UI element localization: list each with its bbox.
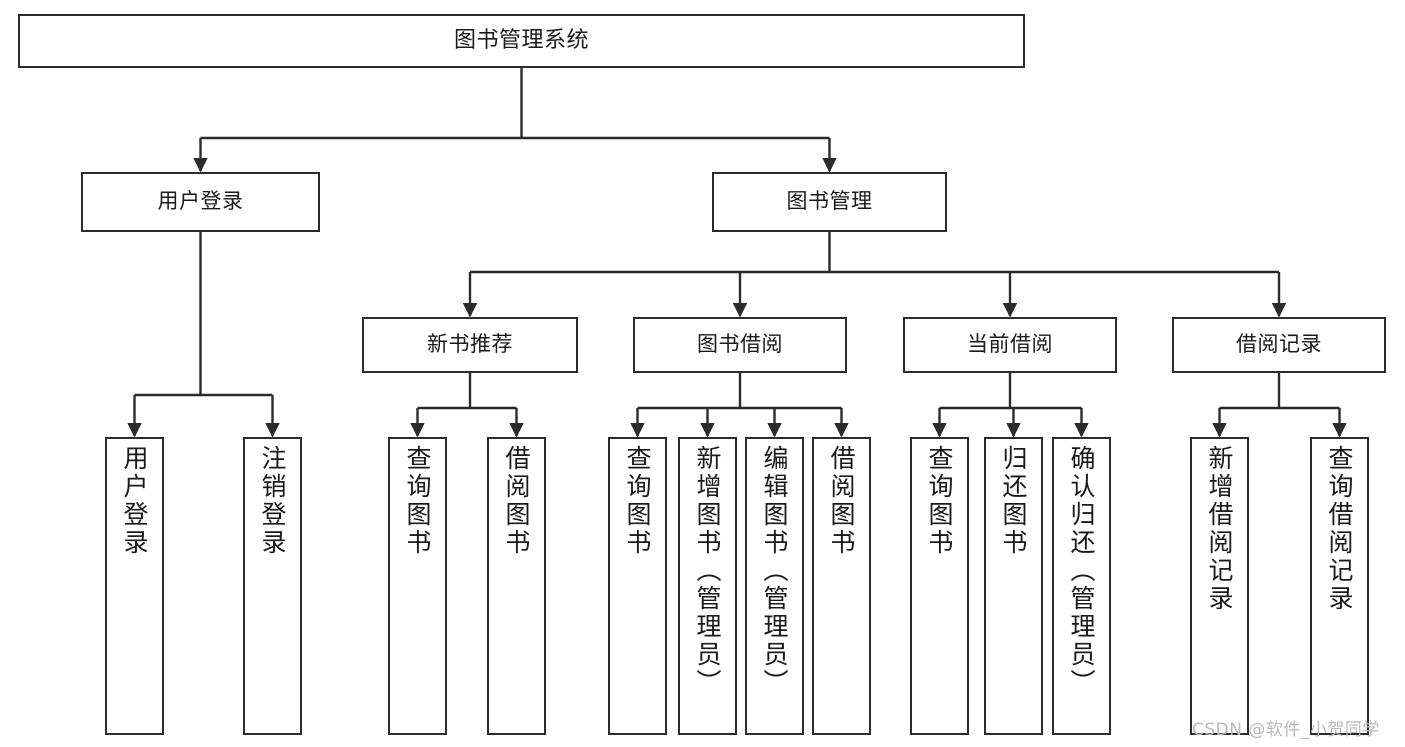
node-label: 新增图书（管理员） [693,445,722,697]
node-label: 查询借阅记录 [1325,445,1354,613]
node-leaf-edit-book[interactable]: 编辑图书（管理员） [745,437,804,735]
node-leaf-query-book-2[interactable]: 查询图书 [608,437,667,735]
edge-group-root [193,68,837,173]
node-leaf-borrow-book-1[interactable]: 借阅图书 [487,437,546,735]
edge-group-l1-book-manage [462,232,1287,318]
node-label: 借阅图书 [827,445,856,557]
node-label: 用户登录 [120,445,149,557]
edge-group-l2-new-book-rec [410,373,524,438]
node-label: 图书管理系统 [453,27,589,53]
node-leaf-logout[interactable]: 注销登录 [243,437,302,735]
node-label: 当前借阅 [967,332,1053,357]
node-label: 确认归还（管理员） [1067,445,1096,697]
node-label: 借阅记录 [1236,332,1322,357]
edge-group-l1-user-login [127,232,280,438]
node-label: 查询图书 [623,445,652,557]
node-l2-new-book-rec[interactable]: 新书推荐 [362,317,578,373]
node-label: 编辑图书（管理员） [760,445,789,697]
node-label: 查询图书 [403,445,432,557]
node-label: 图书管理 [786,189,873,214]
edge-group-l2-book-borrow [630,373,849,438]
edge-group-l2-current-borrow [932,373,1089,438]
node-label: 查询图书 [925,445,954,557]
node-leaf-user-login[interactable]: 用户登录 [105,437,164,735]
node-label: 借阅图书 [502,445,531,557]
node-leaf-query-record[interactable]: 查询借阅记录 [1310,437,1369,735]
node-leaf-return-book[interactable]: 归还图书 [984,437,1043,735]
edge-group-l2-borrow-record [1212,373,1347,438]
node-label: 图书借阅 [697,332,783,357]
node-label: 新书推荐 [427,332,513,357]
node-label: 新增借阅记录 [1205,445,1234,613]
node-leaf-query-book-1[interactable]: 查询图书 [388,437,447,735]
node-leaf-add-book[interactable]: 新增图书（管理员） [678,437,737,735]
node-root[interactable]: 图书管理系统 [18,14,1025,68]
node-l2-borrow-record[interactable]: 借阅记录 [1172,317,1386,373]
node-label: 用户登录 [157,189,244,214]
csdn-watermark: CSDN @软件_小贺同学 [1192,720,1380,740]
node-label: 注销登录 [258,445,287,557]
node-l2-book-borrow[interactable]: 图书借阅 [633,317,847,373]
node-leaf-confirm-return[interactable]: 确认归还（管理员） [1052,437,1111,735]
node-leaf-add-record[interactable]: 新增借阅记录 [1190,437,1249,735]
node-l1-book-manage[interactable]: 图书管理 [712,172,947,232]
node-l2-current-borrow[interactable]: 当前借阅 [903,317,1117,373]
node-label: 归还图书 [999,445,1028,557]
node-leaf-borrow-book-2[interactable]: 借阅图书 [812,437,871,735]
node-l1-user-login[interactable]: 用户登录 [81,172,320,232]
node-leaf-query-book-3[interactable]: 查询图书 [910,437,969,735]
